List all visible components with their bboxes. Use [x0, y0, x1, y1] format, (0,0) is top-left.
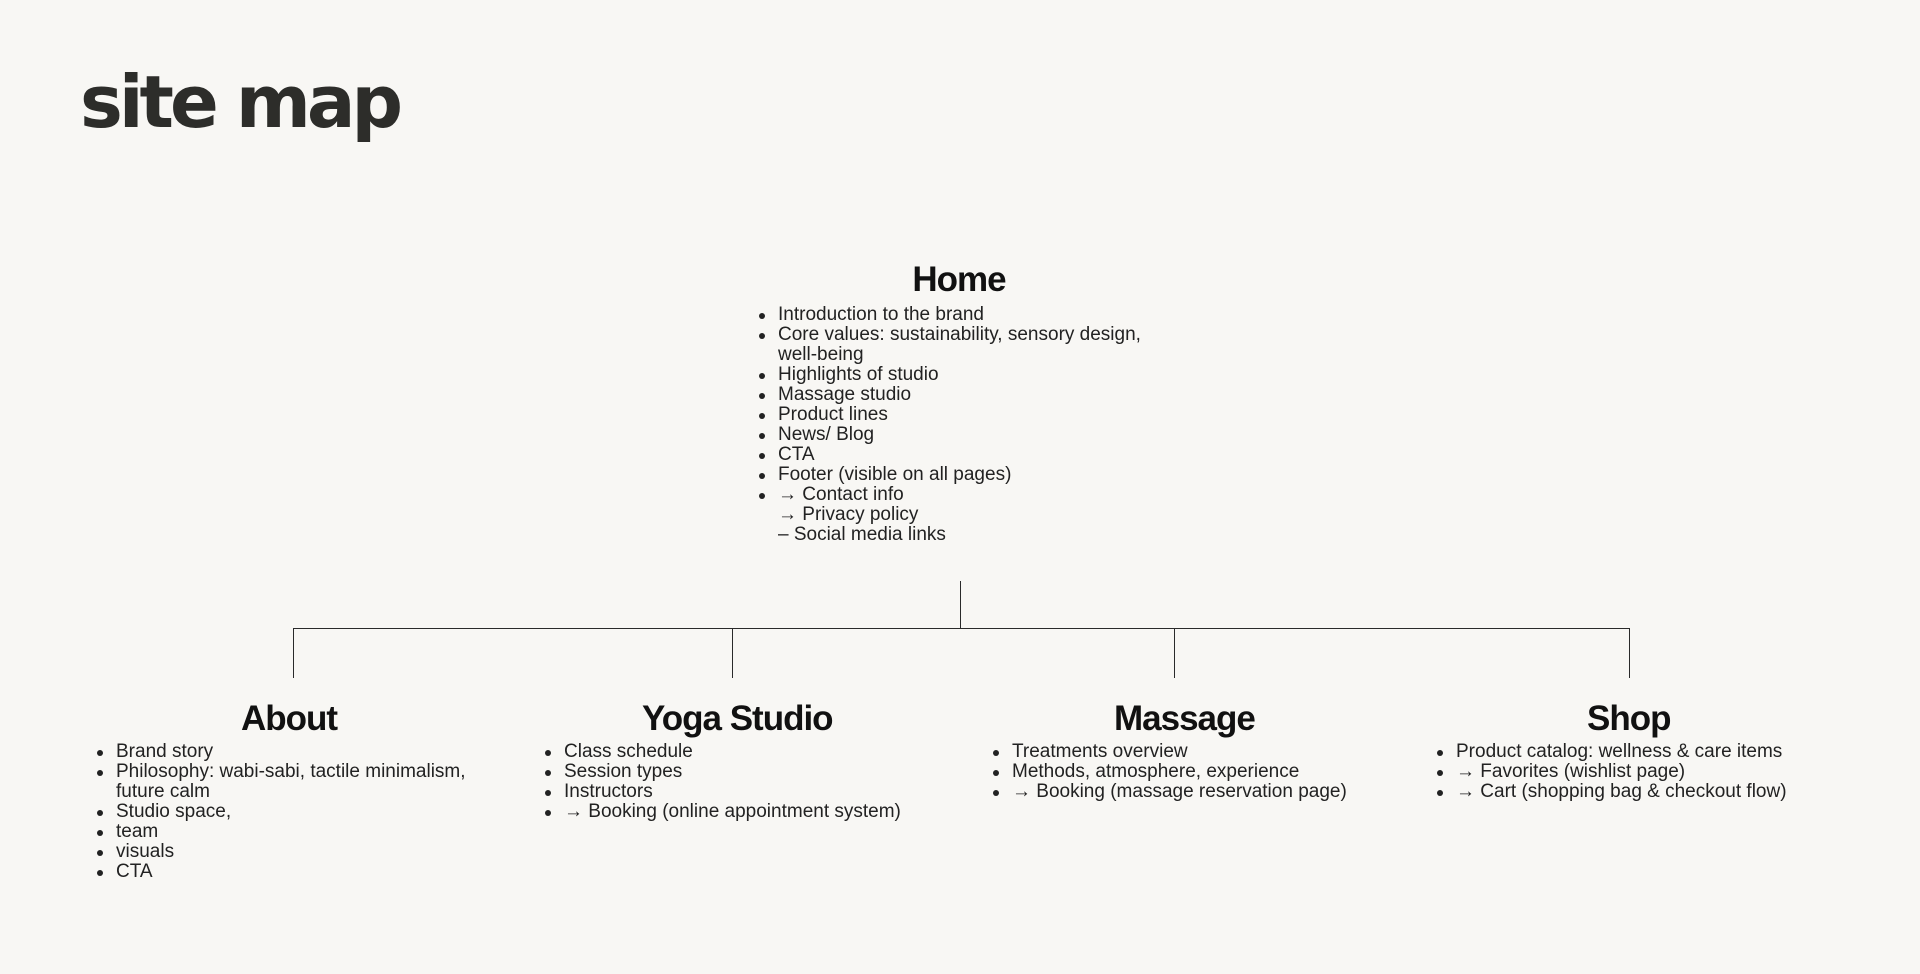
connector-about	[293, 628, 294, 678]
node-yoga-studio-title: Yoga Studio	[642, 699, 834, 738]
list-item: Class schedule	[542, 742, 962, 762]
node-about-list: Brand story Philosophy: wabi-sabi, tacti…	[94, 742, 494, 882]
node-yoga-studio: Yoga Studio Class schedule Session types…	[542, 701, 962, 822]
list-item: Philosophy: wabi-sabi, tactile minimalis…	[94, 762, 496, 802]
list-item: Highlights of studio	[756, 365, 1176, 385]
page-title: site map	[80, 60, 403, 144]
node-about: About Brand story Philosophy: wabi-sabi,…	[94, 701, 494, 882]
node-shop-list: Product catalog: wellness & care items →…	[1434, 742, 1854, 802]
node-yoga-studio-list: Class schedule Session types Instructors…	[542, 742, 962, 822]
list-item: News/ Blog	[756, 425, 1176, 445]
list-item: Treatments overview	[990, 742, 1410, 762]
list-item: Session types	[542, 762, 962, 782]
list-item: team	[94, 822, 494, 842]
connector-horizontal-bar	[293, 628, 1630, 629]
list-item: Product lines	[756, 405, 1176, 425]
list-item: CTA	[756, 445, 1176, 465]
list-item: Studio space,	[94, 802, 494, 822]
list-item: → Cart (shopping bag & checkout flow)	[1434, 782, 1854, 802]
list-item: Methods, atmosphere, experience	[990, 762, 1410, 782]
list-item: Product catalog: wellness & care items	[1434, 742, 1854, 762]
list-subitem: – Social media links	[778, 524, 946, 545]
list-item: visuals	[94, 842, 494, 862]
node-shop: Shop Product catalog: wellness & care it…	[1434, 701, 1854, 802]
node-home-title: Home	[912, 260, 1006, 299]
connector-shop	[1629, 628, 1630, 678]
list-item: CTA	[94, 862, 494, 882]
node-massage-list: Treatments overview Methods, atmosphere,…	[990, 742, 1410, 802]
list-item: → Contact info	[756, 485, 1176, 505]
node-massage: Massage Treatments overview Methods, atm…	[990, 701, 1410, 802]
node-about-title: About	[241, 699, 338, 738]
connector-yoga	[732, 628, 733, 678]
node-massage-title: Massage	[1114, 699, 1256, 738]
list-item: Footer (visible on all pages)	[756, 465, 1176, 485]
list-item: Instructors	[542, 782, 962, 802]
list-item: → Favorites (wishlist page)	[1434, 762, 1854, 782]
list-item: Massage studio	[756, 385, 1176, 405]
connector-massage	[1174, 628, 1175, 678]
list-item: → Booking (massage reservation page)	[990, 782, 1410, 802]
list-item: → Booking (online appointment system)	[542, 802, 962, 822]
list-subitem: → Privacy policy	[778, 504, 919, 525]
node-home: Home Introduction to the brand Core valu…	[756, 262, 1176, 545]
list-item: Introduction to the brand	[756, 305, 1176, 325]
node-home-list: Introduction to the brand Core values: s…	[756, 305, 1176, 545]
connector-home-trunk	[960, 581, 961, 629]
node-shop-title: Shop	[1587, 699, 1671, 738]
list-item: Core values: sustainability, sensory des…	[756, 325, 1168, 365]
list-item: Brand story	[94, 742, 494, 762]
